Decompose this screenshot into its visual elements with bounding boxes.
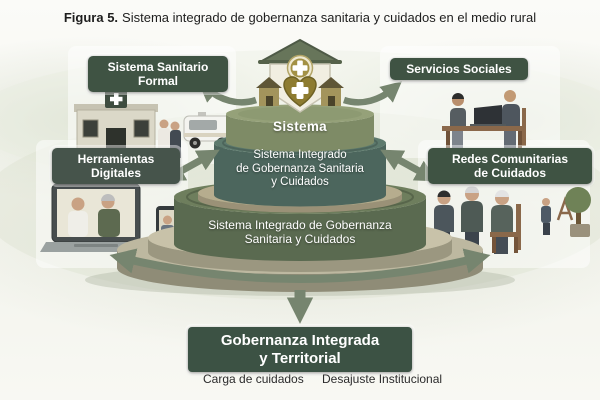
figure-number: Figura 5. <box>63 10 119 25</box>
label-servicios-sociales: Servicios Sociales <box>390 58 528 81</box>
tree-icon <box>565 187 591 237</box>
pyramid-bottom-text: Sistema Integrado de Gobernanza Sanitari… <box>208 218 392 246</box>
caption-desajuste-institucional: Desajuste Institucional <box>322 372 443 386</box>
medical-cross-circle-icon <box>286 54 314 82</box>
laptop-icon <box>474 105 502 126</box>
standing-figure-icon <box>542 198 550 206</box>
chair-icon <box>490 204 521 253</box>
label-sistema-sanitario-formal: Sistema Sanitario Formal <box>88 56 228 93</box>
wide-span-double-arrow-icon <box>109 248 491 283</box>
label-redes-comunitarias: Redes Comunitarias de Cuidados <box>428 148 592 185</box>
table-icon <box>442 126 526 131</box>
small-house-left-icon <box>256 77 282 106</box>
caption-carga-de-cuidados: Carga de cuidados <box>203 372 304 386</box>
label-herramientas-digitales: Herramientas Digitales <box>52 148 180 185</box>
small-house-right-icon <box>318 77 344 106</box>
video-call-doctor-icon <box>71 197 85 211</box>
rural-health-home-icon <box>256 38 344 113</box>
doctor-figure-icon <box>159 119 169 129</box>
pyramid-band-text: Sistema <box>273 119 327 134</box>
nurse-figure-icon <box>170 121 180 131</box>
figure-title-text: Sistema integrado de gobernanza sanitari… <box>122 10 537 25</box>
arrow-to-servicios-sociales-icon <box>342 81 402 106</box>
pyramid-middle-text: Sistema Integrado de Gobernanza Sanitari… <box>236 149 364 188</box>
social-services-meeting-icon <box>442 90 526 151</box>
telehealth-laptop-icon <box>40 183 196 252</box>
label-gobernanza-integrada: Gobernanza Integrada y Territorial <box>188 327 412 373</box>
pyramid-top-band <box>226 104 374 152</box>
heart-cross-icon <box>283 76 317 107</box>
figure-title: Figura 5.Sistema integrado de gobernanza… <box>0 10 600 25</box>
bidirectional-arrow-right-icon <box>380 149 438 182</box>
